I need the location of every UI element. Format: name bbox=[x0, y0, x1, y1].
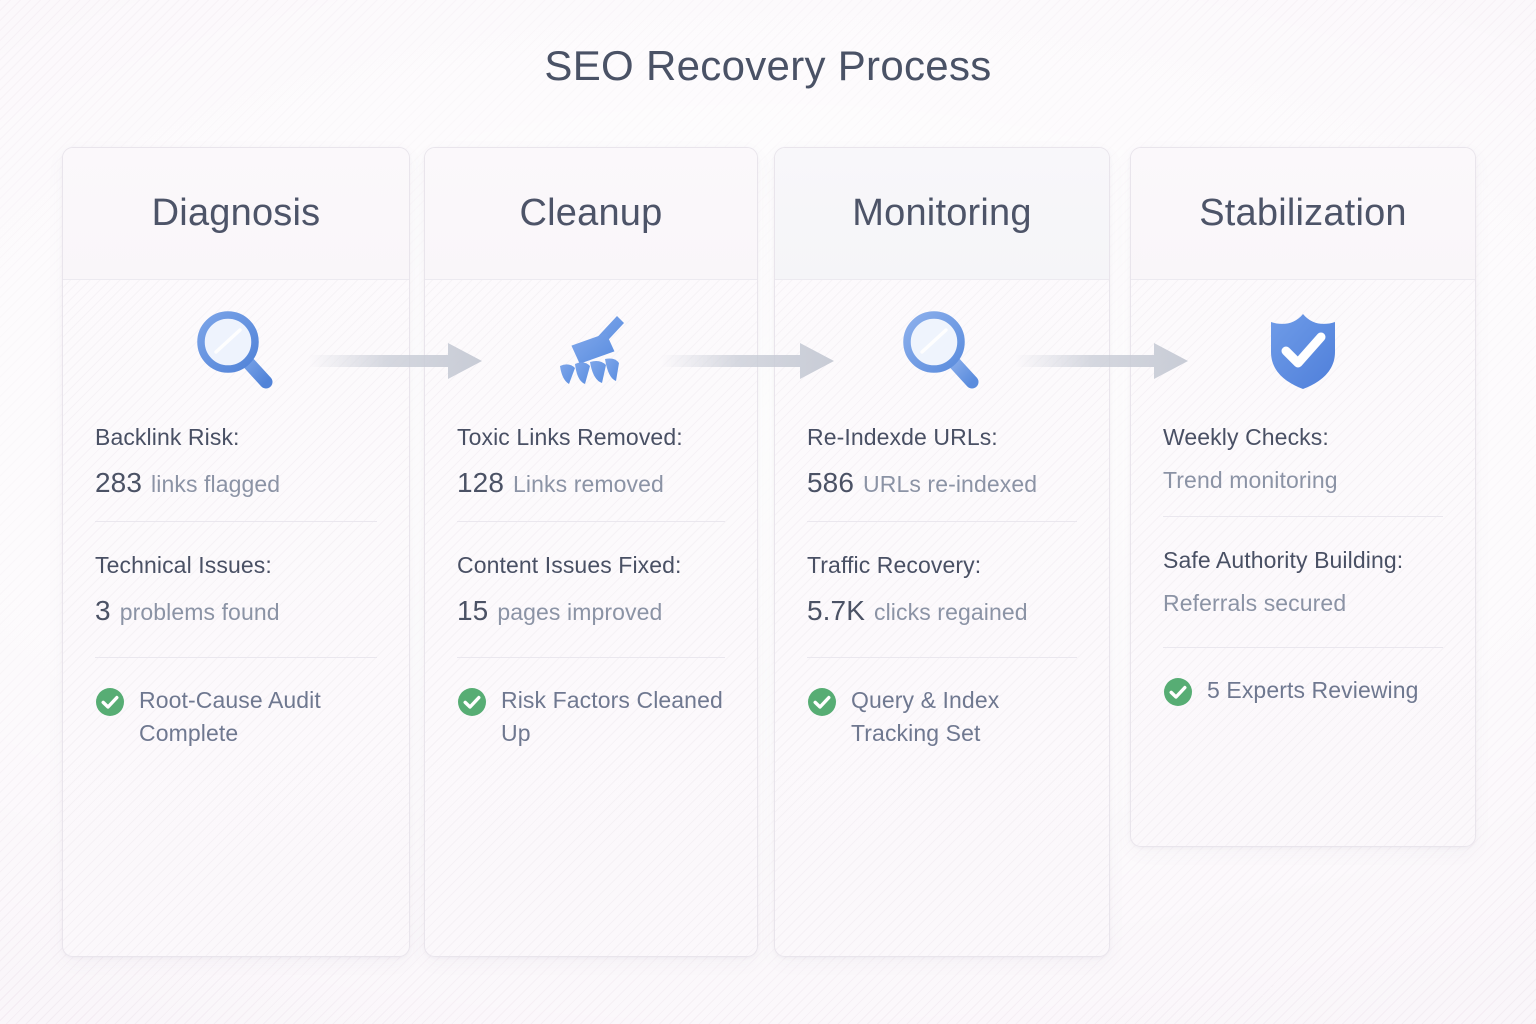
metric-value: 3 problems found bbox=[95, 595, 377, 627]
check-circle-icon bbox=[1163, 677, 1193, 712]
divider bbox=[457, 521, 725, 522]
metric-unit: clicks regained bbox=[874, 599, 1028, 625]
magnifier-icon bbox=[807, 280, 1077, 420]
card-title: Stabilization bbox=[1199, 192, 1407, 234]
metric-block: Re-Indexde URLs: 586 URLs re-indexed bbox=[807, 420, 1077, 499]
metric-value: Trend monitoring bbox=[1163, 467, 1443, 494]
metric-label: Toxic Links Removed: bbox=[457, 424, 683, 450]
card-footer-status: Query & Index Tracking Set bbox=[807, 658, 1077, 749]
card-footer-status: 5 Experts Reviewing bbox=[1163, 648, 1443, 712]
card-stabilization[interactable]: Stabilization Weekly Checks: Trend mon bbox=[1130, 147, 1476, 847]
check-circle-icon bbox=[457, 687, 487, 722]
metric-unit: links flagged bbox=[151, 471, 281, 497]
metric-value: 5.7K clicks regained bbox=[807, 595, 1077, 627]
metric-label: Weekly Checks: bbox=[1163, 424, 1329, 450]
footer-text: Query & Index Tracking Set bbox=[851, 687, 1000, 746]
shield-check-icon bbox=[1163, 280, 1443, 420]
metric-label: Traffic Recovery: bbox=[807, 552, 982, 578]
card-body-stabilization: Weekly Checks: Trend monitoring Safe Aut… bbox=[1131, 280, 1475, 712]
card-monitoring[interactable]: Monitoring Re-Indexde URLs: bbox=[774, 147, 1110, 957]
metric-number: 128 bbox=[457, 467, 505, 498]
metric-value: 15 pages improved bbox=[457, 595, 725, 627]
footer-text: Risk Factors Cleaned Up bbox=[501, 687, 723, 746]
metric-label: Technical Issues: bbox=[95, 552, 272, 578]
metric-number: 283 bbox=[95, 467, 143, 498]
footer-text: 5 Experts Reviewing bbox=[1207, 677, 1419, 703]
card-diagnosis[interactable]: Diagnosis Backlink Risk: 28 bbox=[62, 147, 410, 957]
card-header-diagnosis: Diagnosis bbox=[63, 148, 409, 280]
metric-unit: Links removed bbox=[513, 471, 664, 497]
metric-label: Safe Authority Building: bbox=[1163, 547, 1404, 573]
metric-number: 15 bbox=[457, 595, 489, 626]
page-title: SEO Recovery Process bbox=[544, 42, 992, 89]
metric-label: Content Issues Fixed: bbox=[457, 552, 682, 578]
card-title: Cleanup bbox=[519, 192, 663, 234]
metric-value: Referrals secured bbox=[1163, 590, 1443, 617]
check-circle-icon bbox=[807, 687, 837, 722]
card-footer-status: Risk Factors Cleaned Up bbox=[457, 658, 725, 749]
metric-unit: URLs re-indexed bbox=[863, 471, 1038, 497]
magnifier-icon bbox=[95, 280, 377, 420]
metric-block: Toxic Links Removed: 128 Links removed bbox=[457, 420, 725, 499]
check-circle-icon bbox=[95, 687, 125, 722]
metric-block: Content Issues Fixed: 15 pages improved bbox=[457, 548, 725, 627]
metric-number: 586 bbox=[807, 467, 855, 498]
divider bbox=[95, 521, 377, 522]
card-header-monitoring: Monitoring bbox=[775, 148, 1109, 280]
card-footer-status: Root-Cause Audit Complete bbox=[95, 658, 377, 749]
metric-unit: Trend monitoring bbox=[1163, 467, 1338, 493]
metric-label: Backlink Risk: bbox=[95, 424, 240, 450]
card-body-diagnosis: Backlink Risk: 283 links flagged Technic… bbox=[63, 280, 409, 749]
metric-unit: Referrals secured bbox=[1163, 590, 1347, 616]
broom-icon bbox=[457, 280, 725, 420]
metric-block: Safe Authority Building: Referrals secur… bbox=[1163, 543, 1443, 617]
divider bbox=[807, 521, 1077, 522]
footer-text: Root-Cause Audit Complete bbox=[139, 687, 321, 746]
card-body-cleanup: Toxic Links Removed: 128 Links removed C… bbox=[425, 280, 757, 749]
metric-number: 5.7K bbox=[807, 595, 865, 626]
card-title: Diagnosis bbox=[151, 192, 321, 234]
metric-unit: problems found bbox=[119, 599, 280, 625]
card-cleanup[interactable]: Cleanup Toxic bbox=[424, 147, 758, 957]
card-title: Monitoring bbox=[852, 192, 1032, 234]
card-header-stabilization: Stabilization bbox=[1131, 148, 1475, 280]
metric-block: Weekly Checks: Trend monitoring bbox=[1163, 420, 1443, 494]
metric-value: 283 links flagged bbox=[95, 467, 377, 499]
metric-block: Backlink Risk: 283 links flagged bbox=[95, 420, 377, 499]
card-header-cleanup: Cleanup bbox=[425, 148, 757, 280]
metric-value: 586 URLs re-indexed bbox=[807, 467, 1077, 499]
metric-block: Technical Issues: 3 problems found bbox=[95, 548, 377, 627]
metric-unit: pages improved bbox=[497, 599, 663, 625]
metric-label: Re-Indexde URLs: bbox=[807, 424, 998, 450]
metric-block: Traffic Recovery: 5.7K clicks regained bbox=[807, 548, 1077, 627]
card-body-monitoring: Re-Indexde URLs: 586 URLs re-indexed Tra… bbox=[775, 280, 1109, 749]
metric-number: 3 bbox=[95, 595, 111, 626]
metric-value: 128 Links removed bbox=[457, 467, 725, 499]
divider bbox=[1163, 516, 1443, 517]
